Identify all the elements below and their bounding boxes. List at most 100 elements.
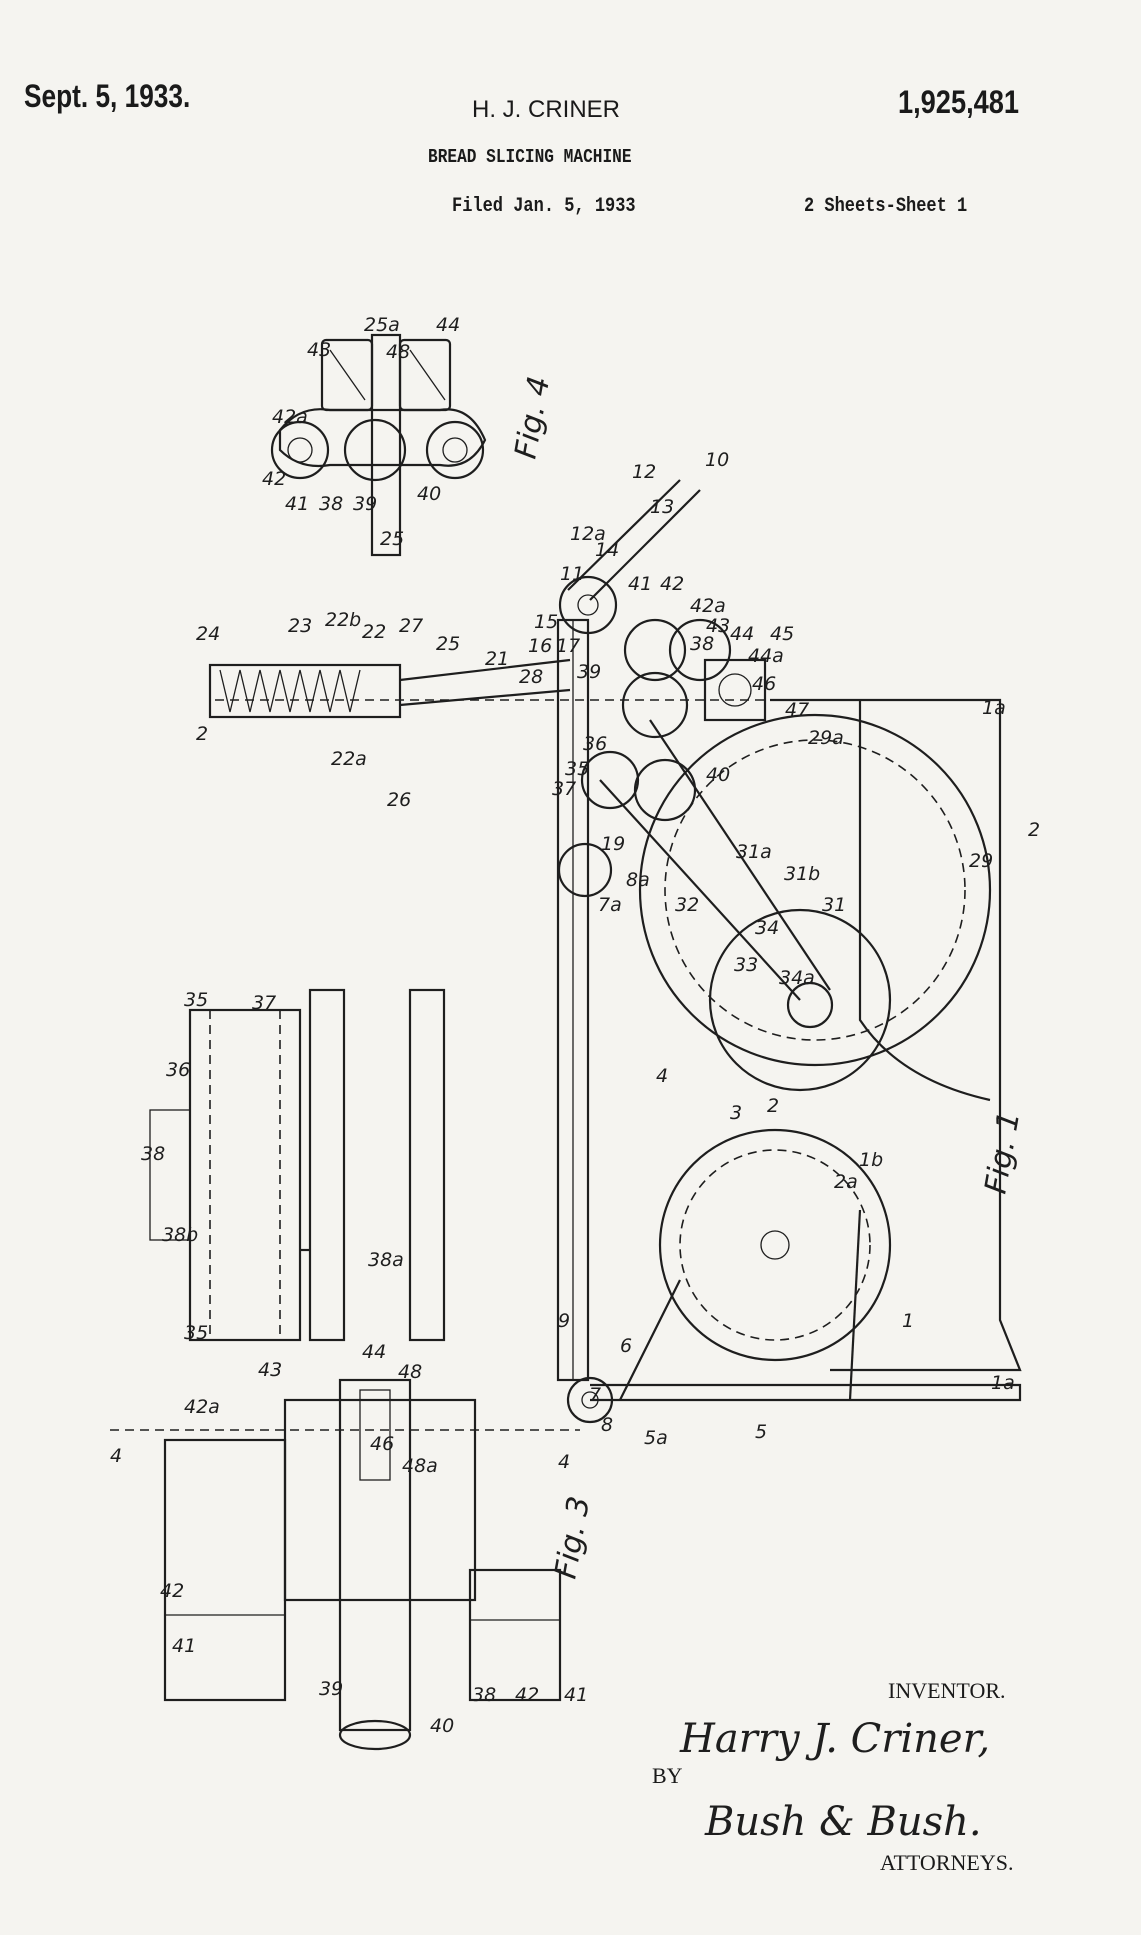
reference-numeral: 16 [528,635,552,657]
reference-numeral: 42a [690,595,726,617]
patent-title: BREAD SLICING MACHINE [428,146,632,168]
reference-numeral: 38 [690,633,714,655]
attorney-signature: Bush & Bush. [704,1799,982,1845]
reference-numeral: 38 [319,493,343,515]
figure-3-caption: Fig. 3 [548,1494,597,1582]
reference-numeral: 3 [730,1102,742,1124]
reference-numeral: 46 [752,673,776,695]
reference-numeral: 25 [380,528,404,550]
reference-numeral: 45 [770,623,794,645]
reference-numeral: 35 [184,989,208,1011]
reference-numeral: 44a [748,645,784,667]
reference-numeral: 32 [675,894,699,916]
reference-numeral: 39 [353,493,377,515]
inventor-signature: Harry J. Criner, [679,1716,990,1762]
reference-numeral: 40 [706,764,730,786]
reference-numeral: 37 [552,778,576,800]
reference-numeral: 42 [515,1684,539,1706]
reference-numeral: 42a [272,406,308,428]
reference-numeral: 27 [399,615,423,637]
figure-4-caption: Fig. 4 [508,374,557,462]
inventor-name: H. J. CRINER [472,96,621,123]
reference-numeral: 31a [736,841,772,863]
reference-numeral: 48a [402,1455,438,1477]
reference-numeral: 5 [755,1421,767,1443]
reference-numeral: 43 [258,1359,282,1381]
reference-numeral: 41 [564,1684,588,1706]
reference-numeral: 12 [632,461,656,483]
reference-numeral: 2a [834,1171,858,1193]
figure-1-caption: Fig. 1 [978,1109,1027,1197]
reference-numeral: 39 [319,1678,343,1700]
reference-numeral: 42 [660,573,684,595]
reference-numeral: 38 [472,1684,496,1706]
reference-numeral: 14 [595,539,619,561]
reference-numeral: 4 [558,1451,570,1473]
reference-numeral: 11 [560,563,584,585]
reference-numeral: 48 [386,341,410,363]
reference-numeral: 22b [325,609,361,631]
reference-numeral: 23 [288,615,312,637]
reference-numeral: 41 [172,1635,196,1657]
reference-numeral: 7a [598,894,622,916]
reference-numeral: 40 [417,483,441,505]
reference-numeral: 21 [485,648,509,670]
reference-numeral: 41 [628,573,652,595]
patent-number: 1,925,481 [898,84,1020,120]
reference-numeral: 36 [166,1059,190,1081]
reference-numeral: 37 [252,992,276,1014]
patent-date: Sept. 5, 1933. [24,78,191,114]
reference-numeral: 1b [859,1149,883,1171]
reference-numeral: 38a [368,1249,404,1271]
reference-numeral: 8a [626,869,650,891]
inventor-label: INVENTOR. [888,1678,1006,1703]
reference-numeral: 42a [184,1396,220,1418]
reference-numeral: 10 [705,449,729,471]
reference-numeral: 1 [902,1310,914,1332]
reference-numeral: 1a [991,1372,1015,1394]
reference-numeral: 4 [656,1065,668,1087]
reference-numeral: 31 [822,894,846,916]
reference-numeral: 12a [570,523,606,545]
reference-numeral: 41 [285,493,309,515]
reference-numeral: 36 [583,733,607,755]
reference-numeral: 46 [370,1433,394,1455]
reference-numeral: 38b [162,1224,198,1246]
reference-numeral: 17 [556,635,580,657]
reference-numeral: 1a [982,697,1006,719]
figure-3-drawing [110,1378,580,1751]
reference-numeral: 25 [436,633,460,655]
reference-numeral: 33 [734,954,758,976]
reference-numeral: 42 [160,1580,184,1602]
reference-numeral: 5a [644,1427,668,1449]
reference-numeral: 19 [601,833,625,855]
figure-2-drawing [149,988,446,1342]
filing-date: Filed Jan. 5, 1933 [452,195,636,218]
reference-numeral: 24 [196,623,220,645]
reference-numeral: 42 [262,468,286,490]
reference-numeral: 9 [558,1310,570,1332]
reference-numeral: 44 [362,1341,386,1363]
reference-numeral: 39 [577,661,601,683]
reference-numeral: 22 [362,621,386,643]
reference-numeral: 6 [620,1335,632,1357]
reference-numeral: 34a [779,967,815,989]
by-label: BY [652,1763,683,1788]
reference-numeral: 47 [785,699,809,721]
sheet-count: 2 Sheets-Sheet 1 [804,195,968,218]
reference-numeral: 4 [110,1445,122,1467]
reference-numeral: 44 [730,623,754,645]
reference-numeral: 2 [1028,819,1040,841]
figure-1-drawing [208,479,1022,1424]
reference-numeral: 31b [784,863,820,885]
reference-numeral: 44 [436,314,460,336]
reference-numeral: 35 [565,758,589,780]
reference-numeral: 43 [706,615,730,637]
reference-numeral: 2 [196,723,208,745]
figure-4-drawing [270,333,487,557]
reference-numeral: 35 [184,1322,208,1344]
reference-numeral: 15 [534,611,558,633]
